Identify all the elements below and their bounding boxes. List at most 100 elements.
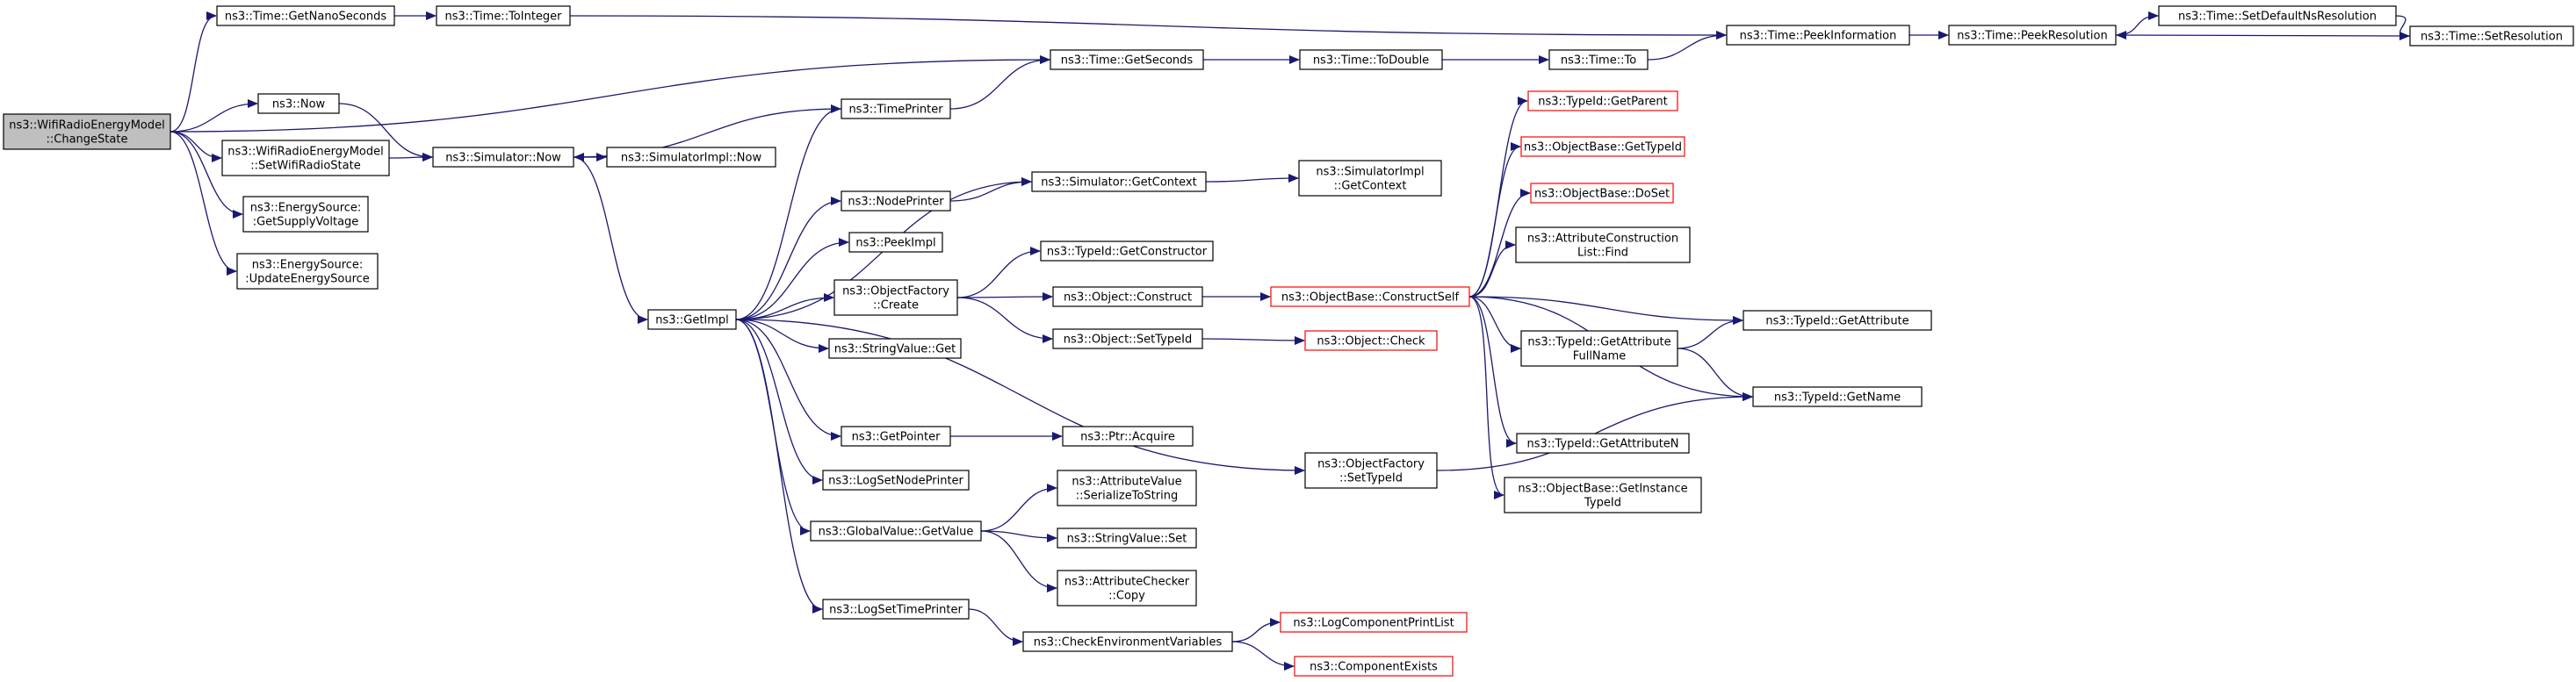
node-box bbox=[2409, 25, 2574, 47]
node-label: ::ChangeState bbox=[47, 133, 128, 147]
edge-arrow bbox=[1201, 335, 1305, 345]
node-ns3-objectbase-constructself[interactable]: ns3::ObjectBase::ConstructSelf bbox=[1270, 286, 1470, 307]
node-ns3-checkenvironmentvariables[interactable]: ns3::CheckEnvironmentVariables bbox=[1022, 631, 1233, 652]
node-label: ns3::TypeId::GetName bbox=[1774, 391, 1901, 405]
edge-arrow bbox=[956, 247, 1041, 298]
edge-arrow bbox=[170, 99, 258, 133]
node-ns3-simulatorimpl-getcontext[interactable]: ns3::SimulatorImpl::GetContext bbox=[1298, 160, 1442, 197]
node-label: ns3::GlobalValue::GetValue bbox=[819, 526, 974, 539]
edge-getattrfull-to-getattr bbox=[1677, 316, 1743, 349]
node-ns3-typeid-getattributen[interactable]: ns3::TypeId::GetAttributeN bbox=[1516, 433, 1690, 454]
node-ns3-peekimpl[interactable]: ns3::PeekImpl bbox=[848, 232, 943, 253]
node-ns3-time-setdefaultnsresolution[interactable]: ns3::Time::SetDefaultNsResolution bbox=[2158, 5, 2397, 26]
node-label: ns3::SimulatorImpl bbox=[1316, 166, 1424, 179]
node-ns3-componentexists[interactable]: ns3::ComponentExists bbox=[1294, 656, 1454, 677]
node-ns3-getimpl[interactable]: ns3::GetImpl bbox=[647, 309, 737, 330]
node-label: ns3::Time::GetNanoSeconds bbox=[225, 11, 387, 24]
edge-getimpl-to-strget bbox=[735, 319, 829, 353]
edge-to-to-peekinfo bbox=[1647, 31, 1727, 61]
node-ns3-objectfactory-create[interactable]: ns3::ObjectFactory::Create bbox=[833, 279, 958, 316]
edge-getimpl-to-peekimpl bbox=[735, 238, 849, 320]
node-ns3-simulator-getcontext[interactable]: ns3::Simulator::GetContext bbox=[1031, 171, 1207, 192]
node-ns3-typeid-getattribute[interactable]: ns3::TypeId::GetAttribute bbox=[1743, 310, 1932, 331]
node-ns3-logcomponentprintlist[interactable]: ns3::LogComponentPrintList bbox=[1280, 612, 1468, 633]
node-ns3-time-getseconds[interactable]: ns3::Time::GetSeconds bbox=[1050, 49, 1204, 70]
node-box bbox=[432, 147, 574, 168]
node-box bbox=[1530, 183, 1674, 204]
edge-getimpl-to-getpointer bbox=[735, 319, 841, 441]
node-ns3-time-to[interactable]: ns3::Time::To bbox=[1548, 49, 1649, 70]
node-ns3-logsetnodeprinter[interactable]: ns3::LogSetNodePrinter bbox=[822, 470, 970, 491]
node-ns3-objectbase-doset[interactable]: ns3::ObjectBase::DoSet bbox=[1530, 183, 1674, 204]
edge-arrow bbox=[569, 15, 1727, 39]
node-label: ns3::Simulator::GetContext bbox=[1041, 176, 1196, 190]
node-ns3-simulatorimpl-now[interactable]: ns3::SimulatorImpl::Now bbox=[606, 147, 776, 168]
node-box bbox=[1062, 426, 1194, 447]
node-box bbox=[833, 279, 958, 316]
node-ns3-now[interactable]: ns3::Now bbox=[257, 93, 340, 114]
node-ns3-typeid-getname[interactable]: ns3::TypeId::GetName bbox=[1752, 386, 1923, 407]
node-ns3-typeid-getconstructor[interactable]: ns3::TypeId::GetConstructor bbox=[1040, 240, 1214, 262]
node-ns3-timeprinter[interactable]: ns3::TimePrinter bbox=[841, 98, 951, 119]
edge-arrow bbox=[1231, 641, 1295, 671]
node-ns3-time-peekresolution[interactable]: ns3::Time::PeekResolution bbox=[1948, 25, 2117, 46]
edge-arrow bbox=[170, 131, 222, 162]
edge-constructself-to-getattr bbox=[1468, 296, 1743, 325]
node-ns3-energysource-updateenergysource[interactable]: ns3::EnergySource::UpdateEnergySource bbox=[236, 253, 379, 290]
node-label: FullName bbox=[1573, 350, 1627, 363]
node-ns3-time-peekinformation[interactable]: ns3::Time::PeekInformation bbox=[1726, 25, 1910, 46]
node-label: ns3::ObjectBase::DoSet bbox=[1534, 188, 1670, 201]
node-ns3-stringvalue-set[interactable]: ns3::StringValue::Set bbox=[1057, 528, 1197, 549]
node-ns3-energysource-getsupplyvoltage[interactable]: ns3::EnergySource::GetSupplyVoltage bbox=[242, 196, 369, 233]
node-ns3-time-setresolution[interactable]: ns3::Time::SetResolution bbox=[2409, 25, 2574, 47]
node-ns3-time-getnanoseconds[interactable]: ns3::Time::GetNanoSeconds bbox=[216, 5, 395, 26]
node-label: ns3::Simulator::Now bbox=[445, 152, 561, 165]
edge-getimpl-to-timeprinter bbox=[735, 104, 841, 320]
node-box bbox=[1270, 286, 1470, 307]
edge-arrow bbox=[170, 131, 243, 219]
node-ns3-object-construct[interactable]: ns3::Object::Construct bbox=[1052, 286, 1203, 307]
edge-constructself-to-acfind bbox=[1468, 240, 1516, 298]
node-ns3-object-settypeid[interactable]: ns3::Object::SetTypeId bbox=[1052, 328, 1203, 349]
node-ns3-objectfactory-settypeid[interactable]: ns3::ObjectFactory::SetTypeId bbox=[1304, 452, 1438, 489]
node-ns3-getpointer[interactable]: ns3::GetPointer bbox=[841, 426, 951, 447]
node-label: ns3::TypeId::GetConstructor bbox=[1047, 246, 1208, 259]
node-box bbox=[1516, 433, 1690, 454]
node-ns3-ptr-acquire[interactable]: ns3::Ptr::Acquire bbox=[1062, 426, 1194, 447]
node-ns3-objectbase-gettypeid[interactable]: ns3::ObjectBase::GetTypeId bbox=[1520, 136, 1685, 157]
node-ns3-attributechecker-copy[interactable]: ns3::AttributeChecker::Copy bbox=[1057, 570, 1197, 607]
edge-arrow bbox=[1677, 348, 1753, 401]
node-box bbox=[1280, 612, 1468, 633]
node-ns3-globalvalue-getvalue[interactable]: ns3::GlobalValue::GetValue bbox=[810, 520, 982, 542]
node-ns3-simulator-now[interactable]: ns3::Simulator::Now bbox=[432, 147, 574, 168]
node-ns3-logsettimeprinter[interactable]: ns3::LogSetTimePrinter bbox=[822, 599, 970, 620]
edge-peekres-to-setdefres bbox=[2115, 11, 2159, 36]
edge-arrow bbox=[388, 153, 433, 162]
edge-arrow bbox=[968, 608, 1023, 646]
node-box bbox=[216, 5, 395, 26]
node-ns3-attributevalue-serializetostring[interactable]: ns3::AttributeValue::SerializeToString bbox=[1057, 470, 1197, 506]
node-label: ns3::StringValue::Set bbox=[1067, 533, 1187, 546]
edge-checkenv-to-logcomplist bbox=[1231, 618, 1281, 643]
node-label: ns3::ObjectBase::GetInstance bbox=[1518, 483, 1687, 496]
node-ns3-wifiradioenergymodel-setwifiradiostate[interactable]: ns3::WifiRadioEnergyModel::SetWifiRadioS… bbox=[221, 140, 390, 176]
edge-simnow-to-getimpl bbox=[573, 156, 648, 324]
node-label: ns3::WifiRadioEnergyModel bbox=[9, 119, 165, 133]
node-ns3-object-check[interactable]: ns3::Object::Check bbox=[1304, 330, 1438, 351]
edge-checkenv-to-compexists bbox=[1231, 641, 1295, 671]
node-ns3-time-tointeger[interactable]: ns3::Time::ToInteger bbox=[436, 5, 571, 26]
node-box bbox=[1022, 631, 1233, 652]
node-label: ns3::WifiRadioEnergyModel bbox=[227, 146, 384, 159]
edge-getimpl-to-lognodeprinter bbox=[735, 319, 823, 485]
node-label: ns3::Object::SetTypeId bbox=[1064, 334, 1192, 347]
edge-arrow bbox=[980, 530, 1057, 592]
node-ns3-nodeprinter[interactable]: ns3::NodePrinter bbox=[841, 190, 951, 212]
node-ns3-time-todouble[interactable]: ns3::Time::ToDouble bbox=[1299, 49, 1443, 70]
node-ns3-stringvalue-get[interactable]: ns3::StringValue::Get bbox=[828, 338, 962, 359]
node-ns3-typeid-getparent[interactable]: ns3::TypeId::GetParent bbox=[1527, 90, 1678, 111]
node-label: ns3::EnergySource: bbox=[250, 202, 362, 215]
node-label: ns3::LogSetTimePrinter bbox=[829, 604, 963, 617]
